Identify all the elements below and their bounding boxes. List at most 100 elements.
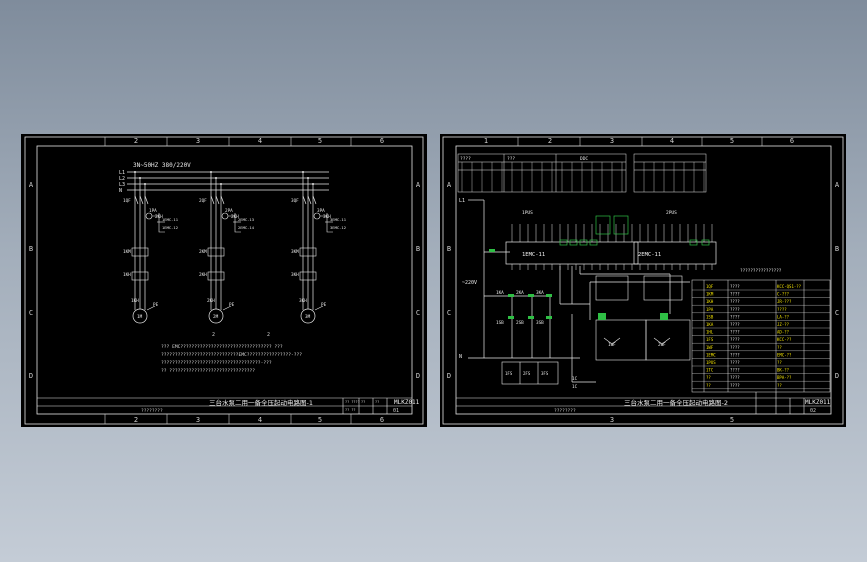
- drawing-title: 三台水泵二用一备全压起动电路图-1: [209, 398, 313, 407]
- sb-label: 2SB: [516, 320, 524, 326]
- green-contact-markers: [489, 249, 552, 319]
- module-terminals: [511, 215, 713, 270]
- legend-symbol: 1WF: [706, 345, 714, 350]
- bus-label: L2: [119, 176, 125, 182]
- column-number: 3: [196, 416, 200, 424]
- legend-row: 1KA????JZ-??: [706, 322, 790, 327]
- title-block: [37, 397, 412, 414]
- box-label: 1FS: [505, 371, 513, 376]
- level-switch-label: 1WF: [608, 342, 616, 348]
- legend-row: 1KH????JR-???: [706, 299, 792, 304]
- sb-label: 3SB: [536, 320, 544, 326]
- legend-spec: BK-??: [777, 368, 790, 373]
- column-number: 6: [380, 137, 384, 145]
- legend-symbol: 1QF: [706, 284, 714, 289]
- legend-desc: ????: [730, 360, 740, 365]
- legend-symbol: 1HL: [706, 330, 714, 335]
- row-letter: C: [416, 309, 420, 317]
- legend-rows: 1QF???? KCC-QS1-?? 1KM????C-??? 1KH????JR-?…: [692, 284, 830, 389]
- rail-label: N: [459, 354, 462, 360]
- column-number: 3: [610, 416, 614, 424]
- legend-spec: LA-??: [777, 314, 790, 319]
- legend-desc: ????: [730, 330, 740, 335]
- control-wiring: [468, 199, 690, 383]
- contact-label: 1EMC-12: [162, 225, 178, 230]
- contact-label: 1EMC-11: [162, 217, 179, 222]
- legend-symbol: 1EMC: [706, 352, 716, 357]
- legend-spec: BPA-??: [777, 375, 792, 380]
- ground-label: PE: [321, 302, 327, 308]
- supply-label: 3N~50HZ 380/220V: [133, 162, 191, 169]
- table-header: DDC: [580, 156, 588, 162]
- row-letter: C: [447, 309, 451, 317]
- page-number: 02: [810, 408, 816, 414]
- motor-icon: [132, 308, 148, 324]
- legend-desc: ????: [730, 368, 740, 373]
- drawing-title: 三台水泵二用一备全压起动电路图-2: [624, 398, 728, 407]
- thermal-relay-label: 3KH: [291, 272, 299, 278]
- row-letter: B: [447, 245, 451, 253]
- legend-spec: KCC-QS1-??: [777, 284, 802, 289]
- column-number: 2: [548, 137, 552, 145]
- component-legend-table: [691, 279, 831, 393]
- legend-symbol: 1TC: [706, 368, 714, 373]
- sensor-boxes: [501, 361, 559, 385]
- thermal-relay-label: 2KH: [207, 298, 215, 304]
- note-line: ????????????????????????????????????-???: [161, 360, 272, 366]
- legend-spec: ??: [777, 360, 782, 365]
- legend-spec: EMC-??: [777, 352, 792, 357]
- bus-label: L1: [119, 170, 125, 176]
- legend-desc: ????: [730, 352, 740, 357]
- pus-label: 1PUS: [522, 210, 533, 216]
- column-number: 2: [134, 416, 138, 424]
- contactor-label: 3KM: [291, 249, 299, 255]
- legend-row: 1PA????????: [706, 307, 787, 312]
- bus-label: L3: [119, 182, 125, 188]
- legend-symbol: 1KH: [706, 299, 714, 304]
- ground-label: PE: [229, 302, 235, 308]
- ammeter-label: 1PA: [149, 208, 157, 214]
- legend-row: 1WF??????: [706, 345, 782, 350]
- legend-row: 1KM????C-???: [706, 292, 790, 297]
- svg-text:??: ??: [375, 400, 379, 404]
- svg-text:?? ??: ?? ??: [345, 408, 356, 412]
- svg-text:?? ????: ?? ????: [345, 400, 360, 404]
- drawing-sheet-1: 2 3 4 5 6 2 3 4 5 6 A B C D A B C D 3N~5…: [21, 134, 427, 427]
- column-number: 5: [318, 416, 322, 424]
- legend-spec: JZ-??: [777, 322, 790, 327]
- legend-desc: ????: [730, 345, 740, 350]
- column-number: 4: [258, 416, 262, 424]
- column-number: 6: [380, 416, 384, 424]
- row-letter: A: [416, 181, 421, 189]
- table-header: ????: [460, 156, 471, 162]
- row-letter: A: [835, 181, 840, 189]
- column-number: 3: [196, 137, 200, 145]
- emc-module-1-name: 1EMC-11: [522, 252, 545, 258]
- column-number: 5: [730, 137, 734, 145]
- column-number: 5: [318, 137, 322, 145]
- legend-symbol: ??: [706, 383, 711, 388]
- legend-desc: ????: [730, 284, 740, 289]
- legend-row: ????????: [706, 383, 782, 388]
- contact-label: 3EMC-12: [330, 225, 346, 230]
- legend-desc: ????: [730, 314, 740, 319]
- note-line: ????????????????????????????EMC?????????…: [161, 352, 302, 358]
- io-table-right: [633, 153, 707, 193]
- legend-row: ??????BPA-??: [706, 375, 792, 380]
- column-number: 1: [484, 137, 488, 145]
- table-columns: [461, 162, 705, 192]
- drawing-code: MLKZ011: [394, 399, 420, 406]
- table-header: ???: [507, 156, 515, 162]
- legend-symbol: 1SB: [706, 314, 714, 319]
- footer-text: ????????: [141, 408, 163, 414]
- legend-desc: ????: [730, 337, 740, 342]
- legend-desc: ????: [730, 292, 740, 297]
- row-letter: A: [29, 181, 34, 189]
- outer-border: [442, 136, 844, 425]
- marker-label: 1C: [572, 384, 578, 390]
- sb-label: 1SB: [496, 320, 504, 326]
- rail-label: L1: [459, 198, 465, 204]
